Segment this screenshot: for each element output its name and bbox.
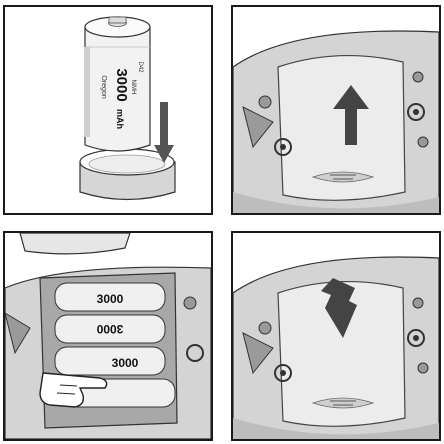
battery-capacity-label: 3000	[97, 292, 124, 306]
battery-brand-label: Oregon	[100, 75, 107, 98]
panel-close-cover	[231, 231, 441, 441]
panel-open-cover	[231, 5, 441, 215]
insert-battery-illustration: 3000 mAh Oregon NiMH D42	[5, 7, 211, 213]
panel-insert-battery: 3000 mAh Oregon NiMH D42	[3, 5, 213, 215]
battery-capacity-label: 3000	[112, 356, 139, 370]
battery-unit-label: mAh	[115, 109, 125, 129]
battery-row-2: 3000	[55, 315, 165, 343]
battery-row-3: 3000	[55, 347, 165, 375]
battery-row-1: 3000	[55, 283, 165, 311]
panel-insert-batteries: 3000 3000 3000	[3, 231, 213, 441]
battery-cover	[278, 56, 405, 201]
battery-d-cell: 3000 mAh Oregon NiMH D42	[85, 17, 150, 151]
insert-batteries-illustration: 3000 3000 3000	[5, 233, 211, 439]
battery-capacity-label: 3000	[96, 322, 123, 336]
battery-type-label: NiMH	[130, 80, 136, 95]
battery-model-label: D42	[137, 61, 143, 73]
battery-capacity-label: 3000	[113, 68, 130, 101]
close-cover-illustration	[233, 233, 439, 439]
open-cover-illustration	[233, 7, 439, 213]
